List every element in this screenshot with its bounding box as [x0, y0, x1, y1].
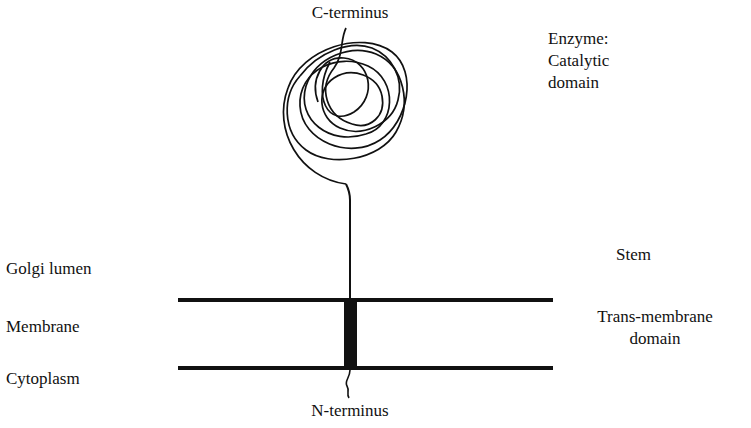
- n-terminus-tail: [346, 370, 350, 398]
- part-label: Stem: [616, 244, 696, 266]
- transmembrane-segment: [344, 302, 357, 366]
- membrane-line: [178, 298, 553, 302]
- coil-loop: [316, 58, 369, 116]
- membrane-line: [178, 366, 553, 370]
- part-label: N-terminus: [280, 400, 420, 422]
- part-label: Trans-membrane domain: [580, 306, 730, 350]
- coil-loop: [326, 28, 352, 124]
- catalytic-coil: [283, 28, 407, 184]
- part-label: Membrane: [6, 316, 146, 338]
- part-label: C-terminus: [280, 2, 420, 24]
- part-label: Enzyme: Catalytic domain: [548, 28, 638, 94]
- coil-loop: [283, 43, 407, 184]
- coil-loop: [300, 46, 400, 132]
- part-label: Golgi lumen: [6, 258, 146, 280]
- stem-line: [346, 184, 350, 298]
- coil-loop: [287, 51, 404, 160]
- part-label: Cytoplasm: [6, 368, 146, 390]
